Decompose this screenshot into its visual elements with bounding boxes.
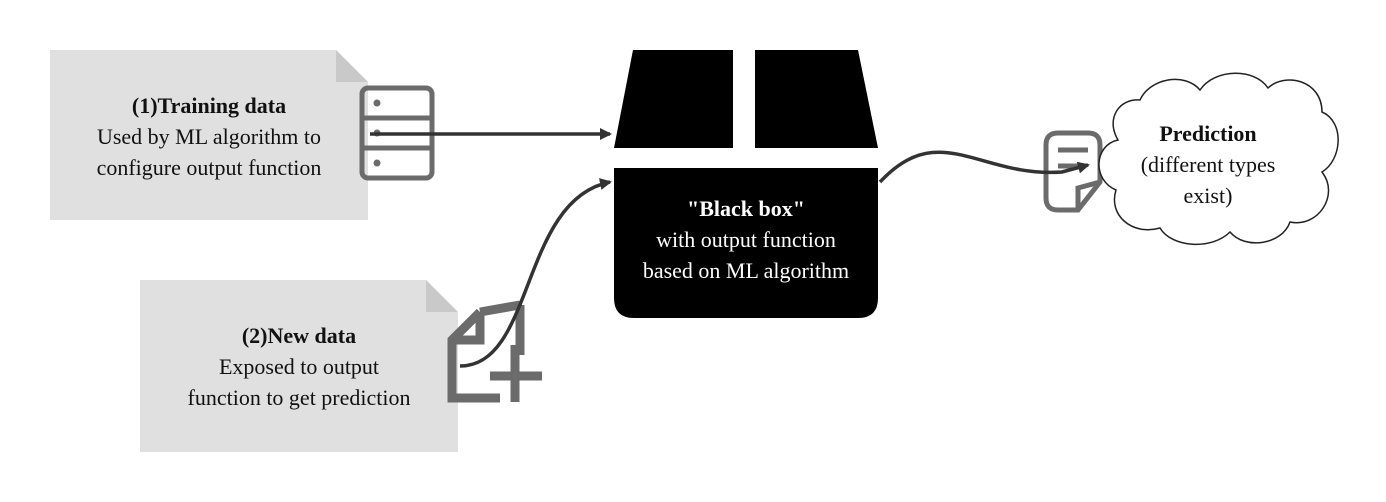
prediction-title: Prediction bbox=[1159, 121, 1257, 146]
black-box-text: "Black box" with output function based o… bbox=[614, 193, 878, 286]
prediction-line2: exist) bbox=[1183, 183, 1233, 208]
prediction-cloud bbox=[1098, 72, 1339, 245]
new-data-note bbox=[140, 280, 458, 452]
training-data-line1: Used by ML algorithm to bbox=[96, 124, 322, 149]
new-data-line1: Exposed to output bbox=[218, 354, 380, 379]
training-data-title: (1)Training data bbox=[131, 93, 287, 118]
training-data-line2: configure output function bbox=[96, 155, 322, 180]
black-box-line2: based on ML algorithm bbox=[642, 258, 850, 283]
document-icon bbox=[1043, 130, 1103, 213]
black-box-icon bbox=[614, 50, 878, 318]
box-to-prediction-arrow bbox=[878, 150, 1090, 184]
prediction-text: Prediction (different types exist) bbox=[1118, 118, 1298, 211]
black-box-title: "Black box" bbox=[687, 196, 805, 221]
prediction-line1: (different types bbox=[1140, 152, 1276, 177]
newdata-to-box-arrow bbox=[459, 178, 612, 368]
new-data-title: (2)New data bbox=[241, 323, 357, 348]
new-data-line2: function to get prediction bbox=[187, 385, 411, 410]
training-data-text: (1)Training data Used by ML algorithm to… bbox=[50, 90, 368, 183]
training-data-note bbox=[50, 50, 368, 220]
add-file-icon bbox=[447, 300, 542, 403]
new-data-text: (2)New data Exposed to output function t… bbox=[140, 320, 458, 413]
black-box-line1: with output function bbox=[656, 227, 836, 252]
